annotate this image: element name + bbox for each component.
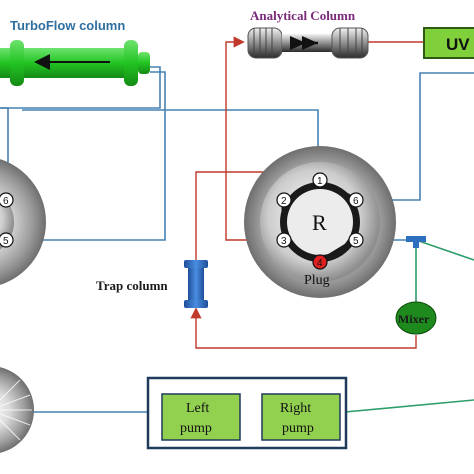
right-valve <box>244 146 396 298</box>
line-tee-to-right <box>415 239 474 261</box>
line-left-valve-port5-out <box>8 71 166 241</box>
right-valve-port-3 <box>276 232 292 248</box>
right-valve-port-5-label: 5 <box>353 236 359 247</box>
trap-column-label: Trap column <box>96 278 168 293</box>
left-valve-port-5-label: 5 <box>3 236 9 247</box>
line-mixer-to-trap <box>190 307 417 349</box>
left-valve-port-6 <box>0 192 14 208</box>
plug-label: Plug <box>304 273 330 288</box>
left-valve-port-5 <box>0 232 14 248</box>
left-valve: 6 5 <box>0 159 46 285</box>
rotor-label: R <box>312 210 327 235</box>
bottom-left-valve <box>0 367 34 453</box>
right-valve-port-2-label: 2 <box>281 196 287 207</box>
right-valve-ports: 1 2 3 4 5 6 <box>276 172 364 270</box>
uv-detector <box>423 27 474 59</box>
right-valve-port-3-label: 3 <box>281 236 287 247</box>
green-lines <box>344 239 474 413</box>
mixer-label: Mixer <box>398 312 430 326</box>
line-turboflow-to-right-top <box>0 66 161 109</box>
tee-connector <box>406 236 426 248</box>
uv-label: UV <box>446 35 470 54</box>
right-valve-port-4-label: 4 <box>317 258 323 269</box>
right-pump <box>261 393 341 441</box>
right-valve-port-6-label: 6 <box>353 196 359 207</box>
right-valve-port-1-label: 1 <box>317 176 323 187</box>
right-valve-port-6 <box>348 192 364 208</box>
trap-column <box>184 260 208 308</box>
right-valve-port-5 <box>348 232 364 248</box>
right-valve-port-4-plug <box>312 254 328 270</box>
turboflow-column-label: TurboFlow column <box>10 18 125 33</box>
analytical-column-label: Analytical Column <box>250 8 356 23</box>
line-top-crossover <box>22 109 319 168</box>
left-pump-label-line2: pump <box>180 421 212 436</box>
mixer <box>395 301 437 335</box>
right-pump-label-line2: pump <box>282 421 314 436</box>
right-valve-port-1 <box>312 172 328 188</box>
turboflow-column <box>0 40 150 86</box>
left-pump-label-line1: Left <box>186 401 209 416</box>
left-valve-port-6-label: 6 <box>3 196 9 207</box>
left-pump <box>161 393 241 441</box>
right-pump-label-line1: Right <box>280 401 311 416</box>
line-right-pump-out <box>344 399 474 413</box>
analytical-column <box>247 27 369 59</box>
right-valve-port-2 <box>276 192 292 208</box>
